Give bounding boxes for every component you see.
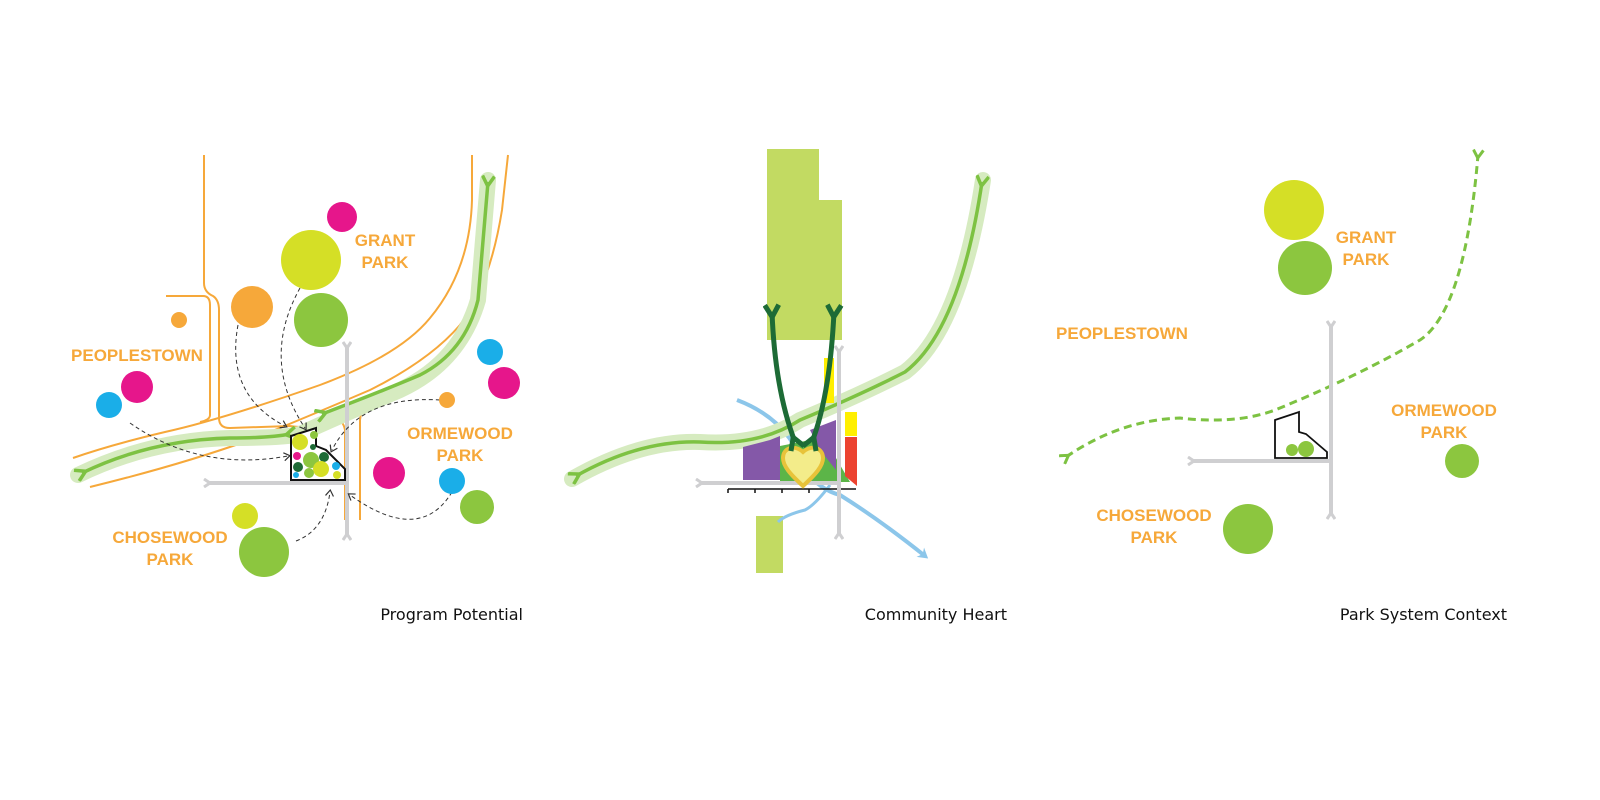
site-circle bbox=[1298, 441, 1314, 457]
label-ormewood-park-2: PARK bbox=[437, 446, 485, 465]
dashed-arrow bbox=[235, 324, 288, 429]
dashed-arrow bbox=[280, 287, 307, 431]
connection-arrow-dark bbox=[772, 312, 795, 442]
site-circle bbox=[1286, 444, 1298, 456]
park-circle-grant-green bbox=[1278, 241, 1332, 295]
label-peoplestown: PEOPLESTOWN bbox=[1056, 324, 1188, 343]
trail-dashed bbox=[1066, 155, 1478, 457]
label-chosewood-park-2: PARK bbox=[147, 550, 195, 569]
program-circle bbox=[96, 392, 122, 418]
park-block-south bbox=[756, 516, 783, 573]
label-grant-park-2: PARK bbox=[362, 253, 410, 272]
dashed-arrow bbox=[295, 488, 334, 542]
park-circle-grant-lime bbox=[1264, 180, 1324, 240]
label-chosewood-park: CHOSEWOOD bbox=[112, 528, 227, 547]
panel-program-potential: GRANT PARK PEOPLESTOWN ORMEWOOD PARK CHO… bbox=[70, 154, 523, 624]
program-circle bbox=[281, 230, 341, 290]
park-circle-chosewood bbox=[1223, 504, 1273, 554]
program-circle bbox=[294, 293, 348, 347]
caption-program-potential: Program Potential bbox=[380, 605, 523, 624]
program-circle bbox=[477, 339, 503, 365]
parcel-ticks bbox=[727, 488, 856, 493]
label-ormewood-park-2: PARK bbox=[1421, 423, 1469, 442]
program-circle bbox=[488, 367, 520, 399]
label-grant-park-2: PARK bbox=[1343, 250, 1391, 269]
program-circle bbox=[373, 457, 405, 489]
program-circle bbox=[171, 312, 187, 328]
trail-line bbox=[82, 434, 290, 473]
park-block-north bbox=[767, 149, 842, 340]
caption-community-heart: Community Heart bbox=[865, 605, 1007, 624]
trail-line bbox=[322, 182, 488, 414]
program-circle bbox=[327, 202, 357, 232]
program-circle bbox=[121, 371, 153, 403]
program-circle bbox=[439, 392, 455, 408]
block-red-east bbox=[845, 437, 857, 486]
caption-park-system-context: Park System Context bbox=[1340, 605, 1507, 624]
program-circle bbox=[439, 468, 465, 494]
dashed-arrow bbox=[329, 399, 441, 453]
park-circle-ormewood bbox=[1445, 444, 1479, 478]
road-line bbox=[166, 295, 211, 423]
program-circle bbox=[232, 503, 258, 529]
panel-community-heart: Community Heart bbox=[564, 149, 1007, 624]
label-chosewood-park-2: PARK bbox=[1131, 528, 1179, 547]
connection-arrows bbox=[129, 287, 453, 542]
label-chosewood-park: CHOSEWOOD bbox=[1096, 506, 1211, 525]
heart-icon bbox=[780, 445, 826, 489]
program-circles bbox=[96, 202, 520, 577]
dashed-arrow bbox=[347, 491, 453, 520]
program-circle bbox=[231, 286, 273, 328]
panel-park-system-context: GRANT PARK PEOPLESTOWN ORMEWOOD PARK CHO… bbox=[1056, 155, 1507, 624]
program-circle bbox=[239, 527, 289, 577]
program-circle bbox=[460, 490, 494, 524]
label-grant-park: GRANT bbox=[1336, 228, 1397, 247]
label-ormewood-park: ORMEWOOD bbox=[1391, 401, 1497, 420]
label-peoplestown: PEOPLESTOWN bbox=[71, 346, 203, 365]
connection-arrow-dark bbox=[812, 312, 834, 442]
site-parcel bbox=[290, 426, 346, 481]
label-ormewood-park: ORMEWOOD bbox=[407, 424, 513, 443]
water-branch bbox=[776, 484, 832, 524]
label-grant-park: GRANT bbox=[355, 231, 416, 250]
block-yellow-east bbox=[845, 412, 857, 436]
